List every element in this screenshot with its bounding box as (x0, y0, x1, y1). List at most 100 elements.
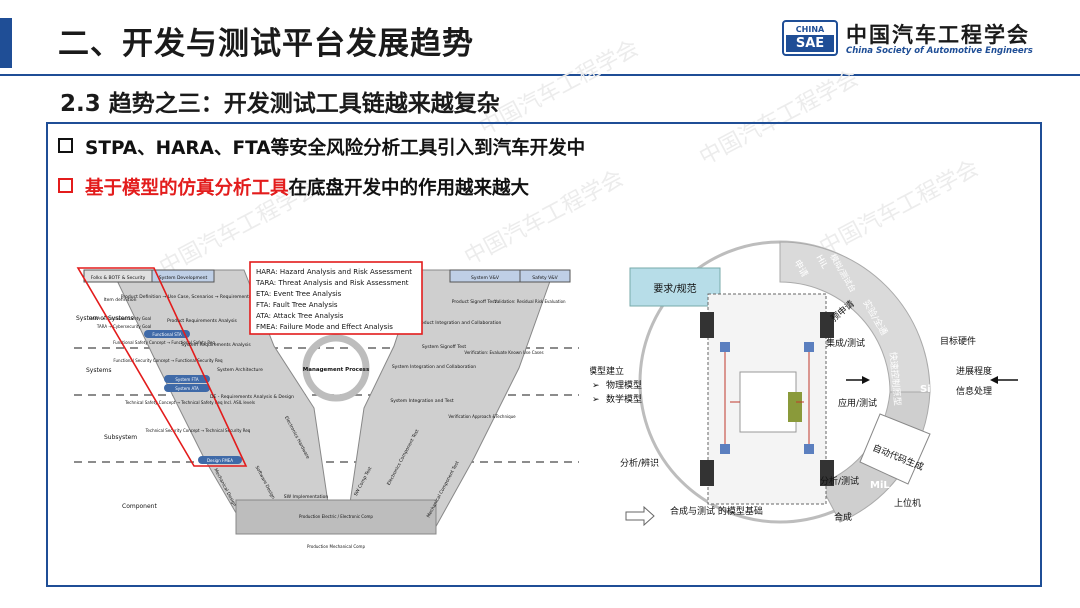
system-fta-pill (164, 375, 210, 383)
design-fmea-label: Design FMEA (207, 458, 233, 463)
verification-approach: Verification Approach &Technique (448, 414, 516, 419)
progress-arrowhead-icon (990, 376, 998, 384)
sensor-block (720, 444, 730, 454)
bullet-highlight-text: 基于模型的仿真分析工具 (85, 178, 289, 199)
abbreviation-legend (249, 261, 423, 335)
system-requirements: System Requirements Analysis (181, 342, 251, 348)
item-definition: Item definition (104, 297, 137, 303)
legend-entry: TARA: Threat Analysis and Risk Assessmen… (255, 279, 409, 287)
title-accent-bar (0, 18, 12, 68)
subsystem-integration: System Integration and Test (390, 398, 453, 404)
level-label: System of Systems (76, 315, 133, 322)
application-test-label: 应用/测试 (838, 397, 877, 409)
info-processing-label: 信息处理 (956, 385, 992, 397)
product-integration: Product Integration and Collaboration (417, 320, 502, 326)
folks-header-label: Folks & BOTF & Security (91, 275, 146, 281)
tara-goal: TARA → Cybersecurity Goal (96, 324, 151, 329)
system-integration: System Integration and Collaboration (392, 364, 476, 370)
bullet-square-icon (58, 178, 73, 193)
section-subtitle: 2.3 趋势之三：开发测试工具链越来越复杂 (60, 91, 500, 117)
model-based-cycle-diagram: 要求/规范 申请 HiL 模拟/测试台 HiL 实验/全通 SiL 快速控制原型… (590, 240, 1018, 527)
arc-label: SiL (920, 384, 938, 395)
arc-label: HiL (896, 289, 915, 300)
functional-sta-pill (144, 330, 190, 338)
functional-safety-concept: Functional Safety Concept → Functional S… (113, 340, 215, 345)
auto-code-arrow (859, 413, 931, 485)
management-cycle (302, 334, 370, 402)
design-fmea-pill (198, 456, 242, 464)
requirements-box (629, 267, 721, 307)
validation: Validation: Residual Risk Evaluation (494, 299, 566, 304)
org-name-cn: 中国汽车工程学会 (846, 23, 1030, 47)
level-label: Systems (86, 367, 112, 374)
module-block (788, 392, 802, 422)
wheel-front-right (820, 312, 834, 338)
system-dev-header-label: System Development (159, 275, 208, 281)
legend-entry: FMEA: Failure Mode and Effect Analysis (256, 323, 393, 331)
math-model-label: 数学模型 (606, 393, 642, 405)
system-ata-pill (164, 384, 210, 392)
bullet-safety-tools: STPA、HARA、FTA等安全风险分析工具引入到汽车开发中 (58, 134, 585, 160)
production-ee: Production Electric / Electronic Comp (299, 514, 373, 519)
analysis-test-label: 分析/测试 (820, 475, 859, 487)
content-frame (46, 122, 1042, 587)
legend-entry: ATA: Attack Tree Analysis (256, 312, 344, 320)
math-model-item: ➢ (592, 395, 600, 405)
wheel-rear-left (700, 460, 714, 486)
legend-entry: HARA: Hazard Analysis and Risk Assessmen… (256, 268, 412, 276)
synthesis-base-label: 合成与测试 的模型基础 (670, 505, 763, 517)
v-bottom (235, 499, 437, 535)
sw-implementation: SW Implementation (284, 494, 329, 500)
technical-safety-concept: Technical Safety Concept → Technical Saf… (124, 400, 255, 405)
functional-security-concept: Functional Security Concept → Functional… (113, 358, 223, 363)
safety-vv-header-label: Safety V&V (532, 275, 558, 281)
highlight-outline (76, 267, 248, 467)
sensor-block (720, 342, 730, 352)
v-model-diagram: Folks & BOTF & Security System Developme… (74, 261, 579, 549)
host-label: 上位机 (894, 497, 921, 509)
logo-china-text: CHINA (795, 25, 825, 34)
management-process: Management Process (303, 367, 370, 373)
arc-label: MiL (870, 480, 890, 491)
hara-goal: HARA → Functional Safety Goal (89, 316, 151, 321)
title-divider (0, 74, 1080, 76)
system-ata-label: System ATA (175, 386, 199, 391)
system-dev-header (151, 269, 215, 283)
safety-vv-header (519, 269, 571, 283)
bullet-square-icon (58, 138, 73, 153)
technical-security-concept: Technical Security Concept → Technical S… (145, 428, 251, 433)
slide-title: 二、开发与测试平台发展趋势 (58, 26, 474, 62)
target-hardware-label: 目标硬件 (940, 335, 976, 347)
system-signoff: System Signoff Test (422, 344, 466, 350)
bullet-text: 在底盘开发中的作用越来越大 (288, 178, 530, 199)
product-signoff: Product Signoff Test (452, 299, 497, 305)
system-architecture: System Architecture (217, 367, 263, 373)
wheel-rear-right (820, 460, 834, 486)
sensor-block (804, 342, 814, 352)
de-requirements: DE - Requirements Analysis & Design (210, 394, 294, 400)
synthesis-label: 合成 (834, 511, 852, 523)
arrow-right-icon (625, 505, 655, 527)
product-requirements: Product Requirements Analysis (167, 318, 237, 324)
sae-logo-mark: CHINA SAE (782, 20, 838, 56)
legend-entry: FTA: Fault Tree Analysis (256, 301, 338, 309)
model-build-label: 模型建立 (590, 365, 624, 377)
physical-model-item: ➢ (592, 381, 600, 391)
functional-sta-label: Functional STA (152, 332, 182, 337)
level-label: Subsystem (104, 434, 137, 441)
controller-block (739, 371, 797, 433)
org-name-en: China Society of Automotive Engineers (846, 46, 1033, 56)
analysis-label: 分析/辨识 (620, 457, 659, 469)
input-arrowhead-icon (862, 376, 870, 384)
sensor-block (804, 444, 814, 454)
system-fta-label: System FTA (175, 377, 199, 382)
physical-model-label: 物理模型 (606, 379, 642, 391)
system-vv-header-label: System V&V (471, 275, 500, 281)
wheel-front-left (700, 312, 714, 338)
logo-sae-text: SAE (786, 35, 834, 52)
legend-entry: ETA: Event Tree Analysis (256, 290, 342, 298)
progress-label: 进展程度 (956, 365, 992, 377)
bullet-model-tools: 基于模型的仿真分析工具在底盘开发中的作用越来越大 (58, 174, 529, 200)
verification-use-cases: Verification: Evaluate Known Use Cases (464, 350, 543, 355)
production-mech: Production Mechanical Comp (307, 544, 365, 549)
